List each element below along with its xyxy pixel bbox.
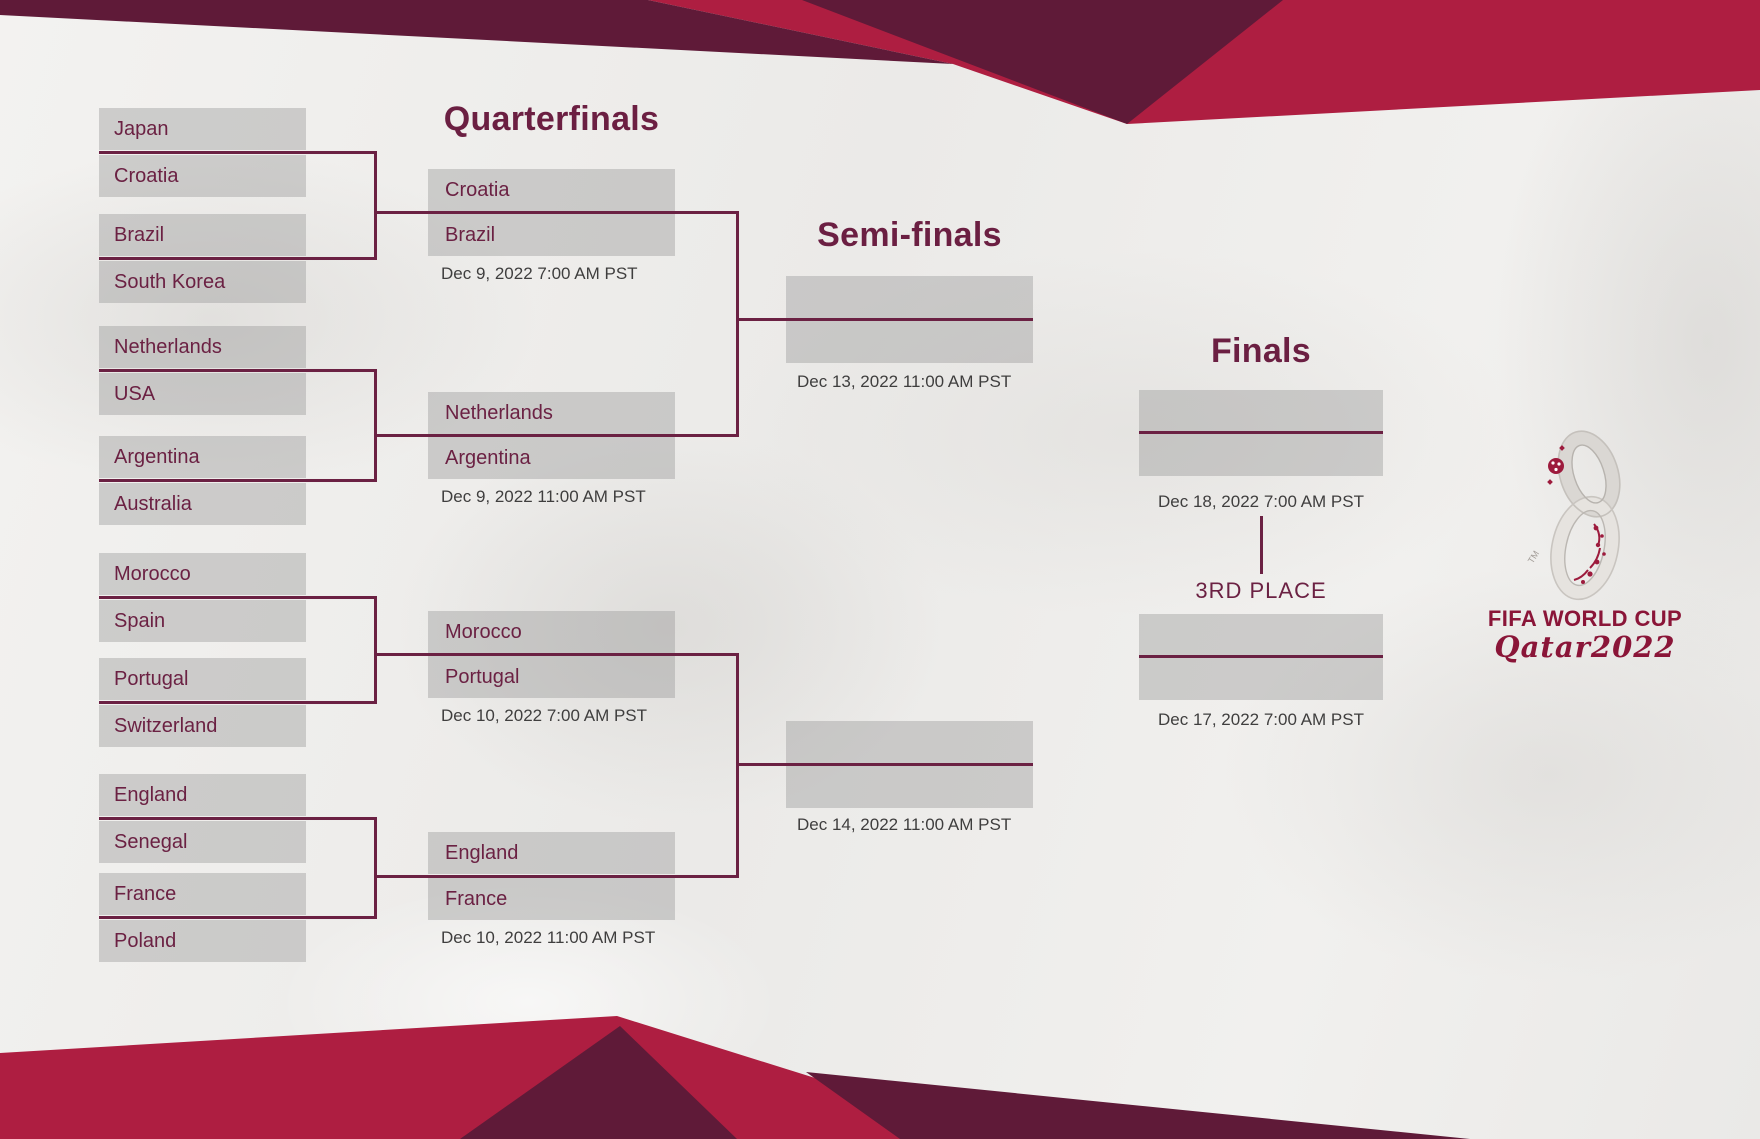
bracket-line: [736, 211, 739, 437]
sf2-slot-bottom: [786, 766, 1033, 808]
bracket-line: [99, 369, 377, 372]
bracket-line: [374, 596, 377, 704]
team-slot-switzerland: Switzerland: [99, 705, 306, 747]
team-slot-morocco: Morocco: [99, 553, 306, 595]
fifa-wordmark: FIFA WORLD CUP: [1487, 606, 1683, 631]
bracket-line: [374, 151, 377, 260]
team-slot-south-korea: South Korea: [99, 261, 306, 303]
qf2-slot-top: Netherlands: [428, 392, 675, 434]
final-to-third-connector: [1260, 516, 1263, 574]
quarterfinals-heading: Quarterfinals: [443, 100, 660, 138]
bracket-line: [99, 257, 377, 260]
qatar-2022-wordmark: Qatar2022: [1494, 630, 1676, 664]
qf4-date: Dec 10, 2022 11:00 AM PST: [441, 928, 656, 947]
team-slot-spain: Spain: [99, 600, 306, 642]
bracket-line: [736, 763, 1033, 766]
team-slot-croatia: Croatia: [99, 155, 306, 197]
bracket-line: [736, 318, 1033, 321]
bracket-line: [99, 817, 377, 820]
team-slot-england: England: [99, 774, 306, 816]
bracket-line: [374, 875, 739, 878]
qf4-slot-top: England: [428, 832, 675, 874]
third-place-date: Dec 17, 2022 7:00 AM PST: [1157, 710, 1364, 729]
team-slot-brazil: Brazil: [99, 214, 306, 256]
qf1-date: Dec 9, 2022 7:00 AM PST: [441, 264, 638, 283]
team-slot-france: France: [99, 873, 306, 915]
bracket-line: [374, 817, 377, 919]
sf2-slot-top: [786, 721, 1033, 763]
bracket-line: [99, 701, 377, 704]
third-slot-bottom: [1139, 658, 1383, 700]
bracket-line: [374, 434, 739, 437]
team-slot-portugal: Portugal: [99, 658, 306, 700]
top-banner-decoration: [0, 0, 1760, 140]
sf1-slot-top: [786, 276, 1033, 318]
bracket-line: [99, 916, 377, 919]
team-slot-australia: Australia: [99, 483, 306, 525]
qf2-date: Dec 9, 2022 11:00 AM PST: [441, 487, 646, 506]
qf3-slot-top: Morocco: [428, 611, 675, 653]
team-slot-netherlands: Netherlands: [99, 326, 306, 368]
sf2-date: Dec 14, 2022 11:00 AM PST: [797, 815, 1012, 834]
third-place-heading: 3RD PLACE: [1195, 578, 1327, 603]
third-divider-line: [1139, 655, 1383, 658]
team-slot-senegal: Senegal: [99, 821, 306, 863]
final-slot-top: [1139, 390, 1383, 432]
qatar-2022-trophy-icon: [1547, 430, 1621, 601]
bracket-line: [99, 596, 377, 599]
finals-heading: Finals: [1210, 332, 1312, 370]
team-slot-usa: USA: [99, 373, 306, 415]
final-slot-bottom: [1139, 434, 1383, 476]
bracket-line: [99, 479, 377, 482]
bottom-banner-decoration: [0, 990, 1760, 1139]
qf4-slot-bottom: France: [428, 878, 675, 920]
final-divider-line: [1139, 431, 1383, 434]
semifinals-heading: Semi-finals: [817, 216, 1002, 254]
sf1-date: Dec 13, 2022 11:00 AM PST: [797, 372, 1012, 391]
qf1-slot-bottom: Brazil: [428, 214, 675, 256]
bracket-line: [99, 151, 377, 154]
trademark-label: TM: [1525, 548, 1542, 566]
third-slot-top: [1139, 614, 1383, 656]
team-slot-poland: Poland: [99, 920, 306, 962]
qf2-slot-bottom: Argentina: [428, 437, 675, 479]
bracket-line: [374, 653, 739, 656]
team-slot-argentina: Argentina: [99, 436, 306, 478]
qf1-slot-top: Croatia: [428, 169, 675, 211]
sf1-slot-bottom: [786, 321, 1033, 363]
qf3-slot-bottom: Portugal: [428, 656, 675, 698]
bracket-line: [374, 211, 739, 214]
final-date: Dec 18, 2022 7:00 AM PST: [1157, 492, 1364, 511]
bracket-line: [374, 369, 377, 482]
team-slot-japan: Japan: [99, 108, 306, 150]
qf3-date: Dec 10, 2022 7:00 AM PST: [441, 706, 648, 725]
